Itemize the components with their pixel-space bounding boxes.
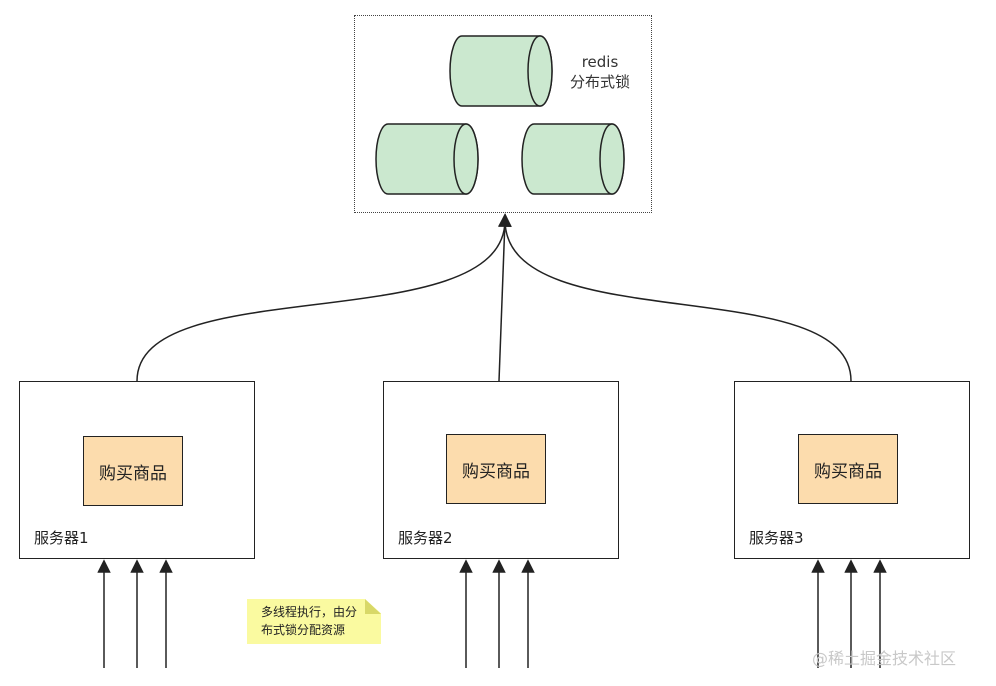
watermark: @稀土掘金技术社区 [812, 649, 957, 668]
redis-label-line2: 分布式锁 [569, 73, 630, 91]
connector-server1-redis [136, 213, 512, 382]
server-3: 服务器3 [734, 381, 970, 559]
redis-label: redis 分布式锁 [568, 52, 632, 92]
server-label: 服务器2 [398, 529, 453, 547]
purchase-task: 购买商品 [798, 434, 898, 504]
sticky-note: 多线程执行，由分 布式锁分配资源 [247, 599, 381, 644]
connector-server2-redis [498, 213, 512, 382]
redis-node-right [521, 123, 625, 195]
note-line2: 布式锁分配资源 [261, 623, 346, 637]
redis-node-left [375, 123, 479, 195]
server-1: 服务器1 [19, 381, 255, 559]
purchase-task: 购买商品 [446, 434, 546, 504]
server-label: 服务器3 [749, 529, 804, 547]
purchase-task: 购买商品 [83, 436, 183, 506]
redis-cluster-box [354, 15, 652, 213]
redis-node-top [449, 35, 553, 107]
redis-label-line1: redis [581, 53, 619, 71]
connector-server3-redis [498, 213, 852, 382]
server-label: 服务器1 [34, 529, 89, 547]
note-line1: 多线程执行，由分 [261, 605, 358, 619]
server-2: 服务器2 [383, 381, 619, 559]
